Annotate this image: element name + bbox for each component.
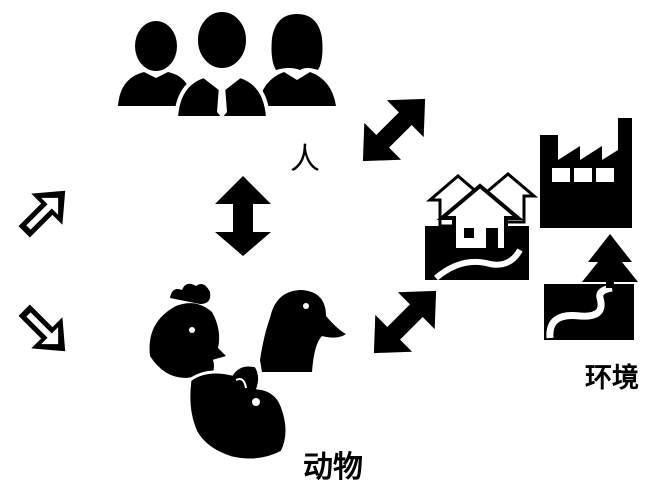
label-environment: 环境	[585, 363, 639, 394]
label-people: 人	[290, 142, 320, 177]
people-group-icon	[118, 8, 336, 120]
person-right-icon	[258, 14, 336, 106]
double-arrow-vertical-icon	[215, 176, 271, 256]
pig-head-icon	[187, 363, 289, 462]
factory-icon	[540, 118, 632, 228]
tree-river-icon	[544, 234, 638, 340]
arrow-down-right-icon	[18, 304, 66, 352]
double-arrow-diagonal-icon	[373, 290, 437, 354]
arrow-up-right-icon	[18, 190, 66, 238]
chicken-head-icon	[149, 283, 226, 378]
person-left-icon	[118, 21, 190, 106]
double-arrow-diagonal-icon	[362, 98, 426, 162]
person-center-icon	[173, 8, 271, 120]
duck-head-icon	[260, 290, 346, 372]
houses-icon	[425, 172, 539, 281]
label-animals: 动物	[303, 450, 363, 485]
